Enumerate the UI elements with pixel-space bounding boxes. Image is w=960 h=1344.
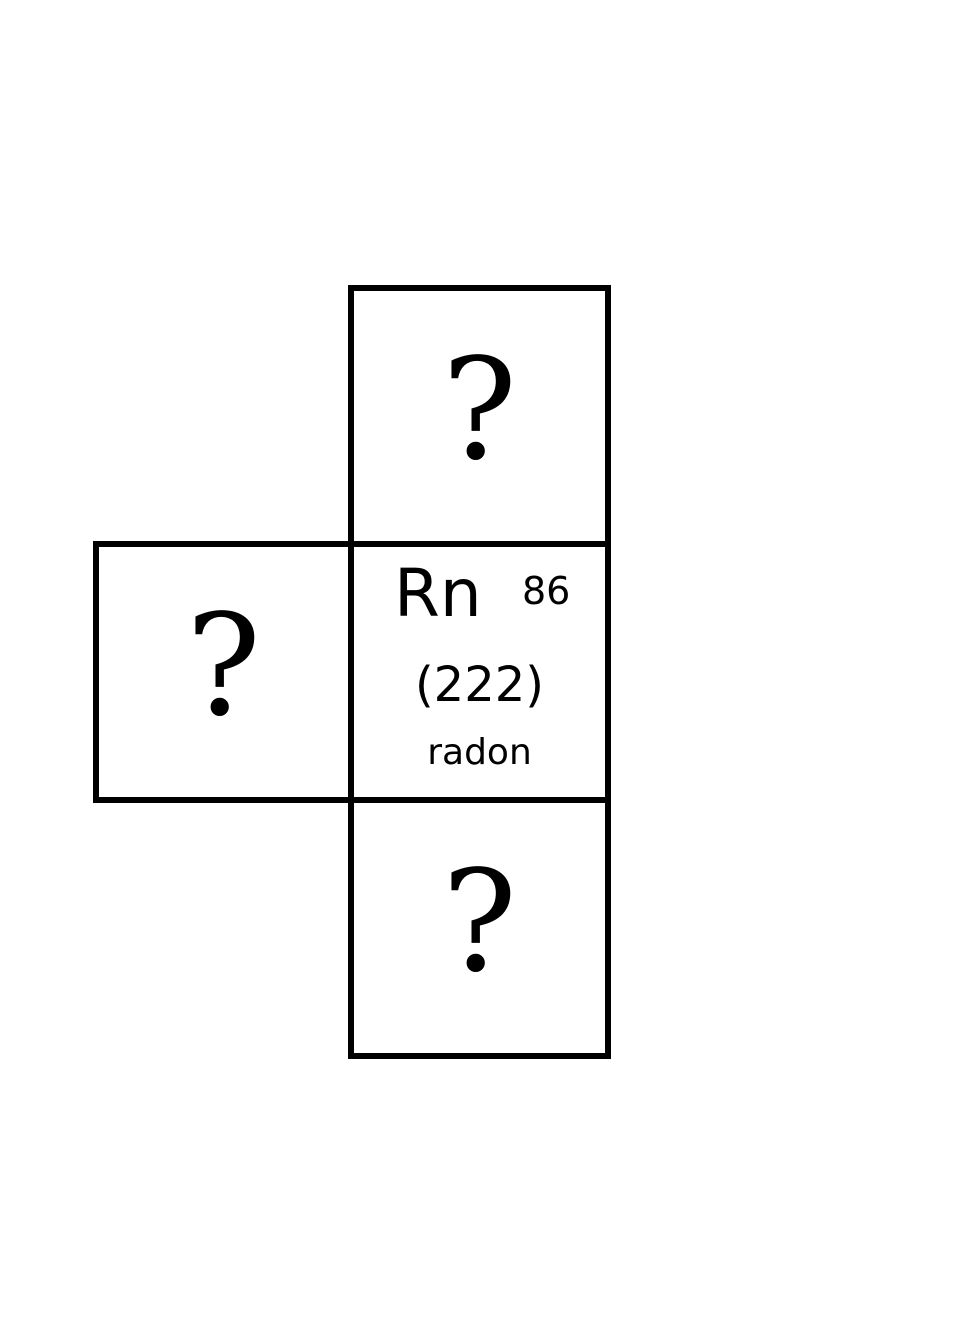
- radon-element-cell: Rn 86 (222) radon: [348, 541, 611, 803]
- atomic-mass: (222): [414, 657, 545, 713]
- unknown-element-cell-below: ?: [348, 797, 611, 1059]
- unknown-element-cell-left: ?: [93, 541, 354, 803]
- question-mark: ?: [441, 329, 518, 492]
- question-mark: ?: [185, 585, 262, 748]
- atomic-number: 86: [522, 569, 571, 613]
- element-name: radon: [427, 732, 532, 773]
- element-symbol: Rn: [394, 555, 482, 632]
- unknown-element-cell-above: ?: [348, 285, 611, 547]
- question-mark: ?: [441, 841, 518, 1004]
